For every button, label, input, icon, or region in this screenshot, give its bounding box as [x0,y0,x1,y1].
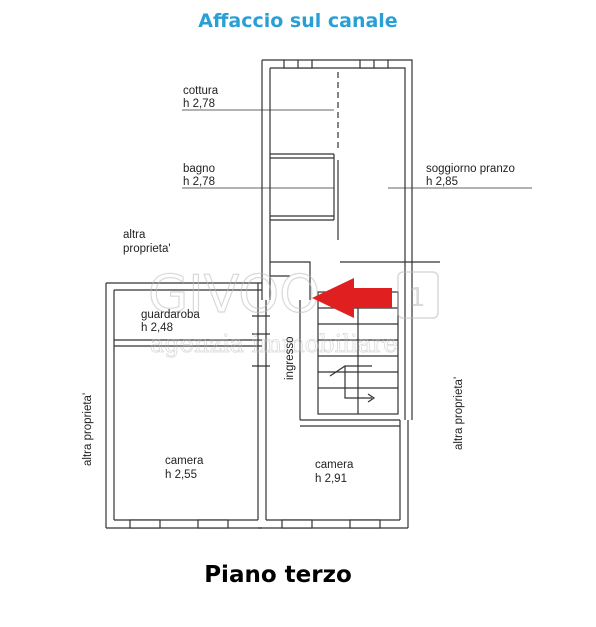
room-camera-right-height: h 2,91 [315,473,347,485]
neighbor-top-left-line2: proprieta' [123,243,171,255]
walls [105,58,440,529]
watermark-badge-number: 1 [409,283,426,313]
room-ingresso-name: ingresso [284,337,296,380]
room-camera-right-name: camera [315,459,354,471]
room-cottura-name: cottura [183,85,219,97]
entrance-arrow [312,278,392,318]
neighbor-top-left-line1: altra [123,229,146,241]
leader-lines [182,109,532,189]
room-cottura-height: h 2,78 [183,98,215,110]
neighbor-left: altra proprieta' [82,393,94,466]
room-soggiorno-height: h 2,85 [426,176,458,188]
room-camera-left-height: h 2,55 [165,469,197,481]
room-guardaroba-height: h 2,48 [141,322,173,334]
room-bagno-name: bagno [183,163,215,175]
room-bagno-height: h 2,78 [183,176,215,188]
room-camera-left-name: camera [165,455,204,467]
floor-label: Piano terzo [204,562,352,588]
watermark-tagline: agenzia immobiliare [150,330,398,358]
plan-title: Affaccio sul canale [198,10,398,32]
neighbor-right: altra proprieta' [453,377,465,450]
watermark-badge [397,271,439,319]
room-soggiorno-name: soggiorno pranzo [426,163,515,175]
room-guardaroba-name: guardaroba [141,309,200,321]
watermark-brand: GIVOO [148,265,320,325]
room-labels: cottura h 2,78 bagno h 2,78 soggiorno pr… [82,85,515,485]
watermark: GIVOO agenzia immobiliare 1 [147,264,439,358]
